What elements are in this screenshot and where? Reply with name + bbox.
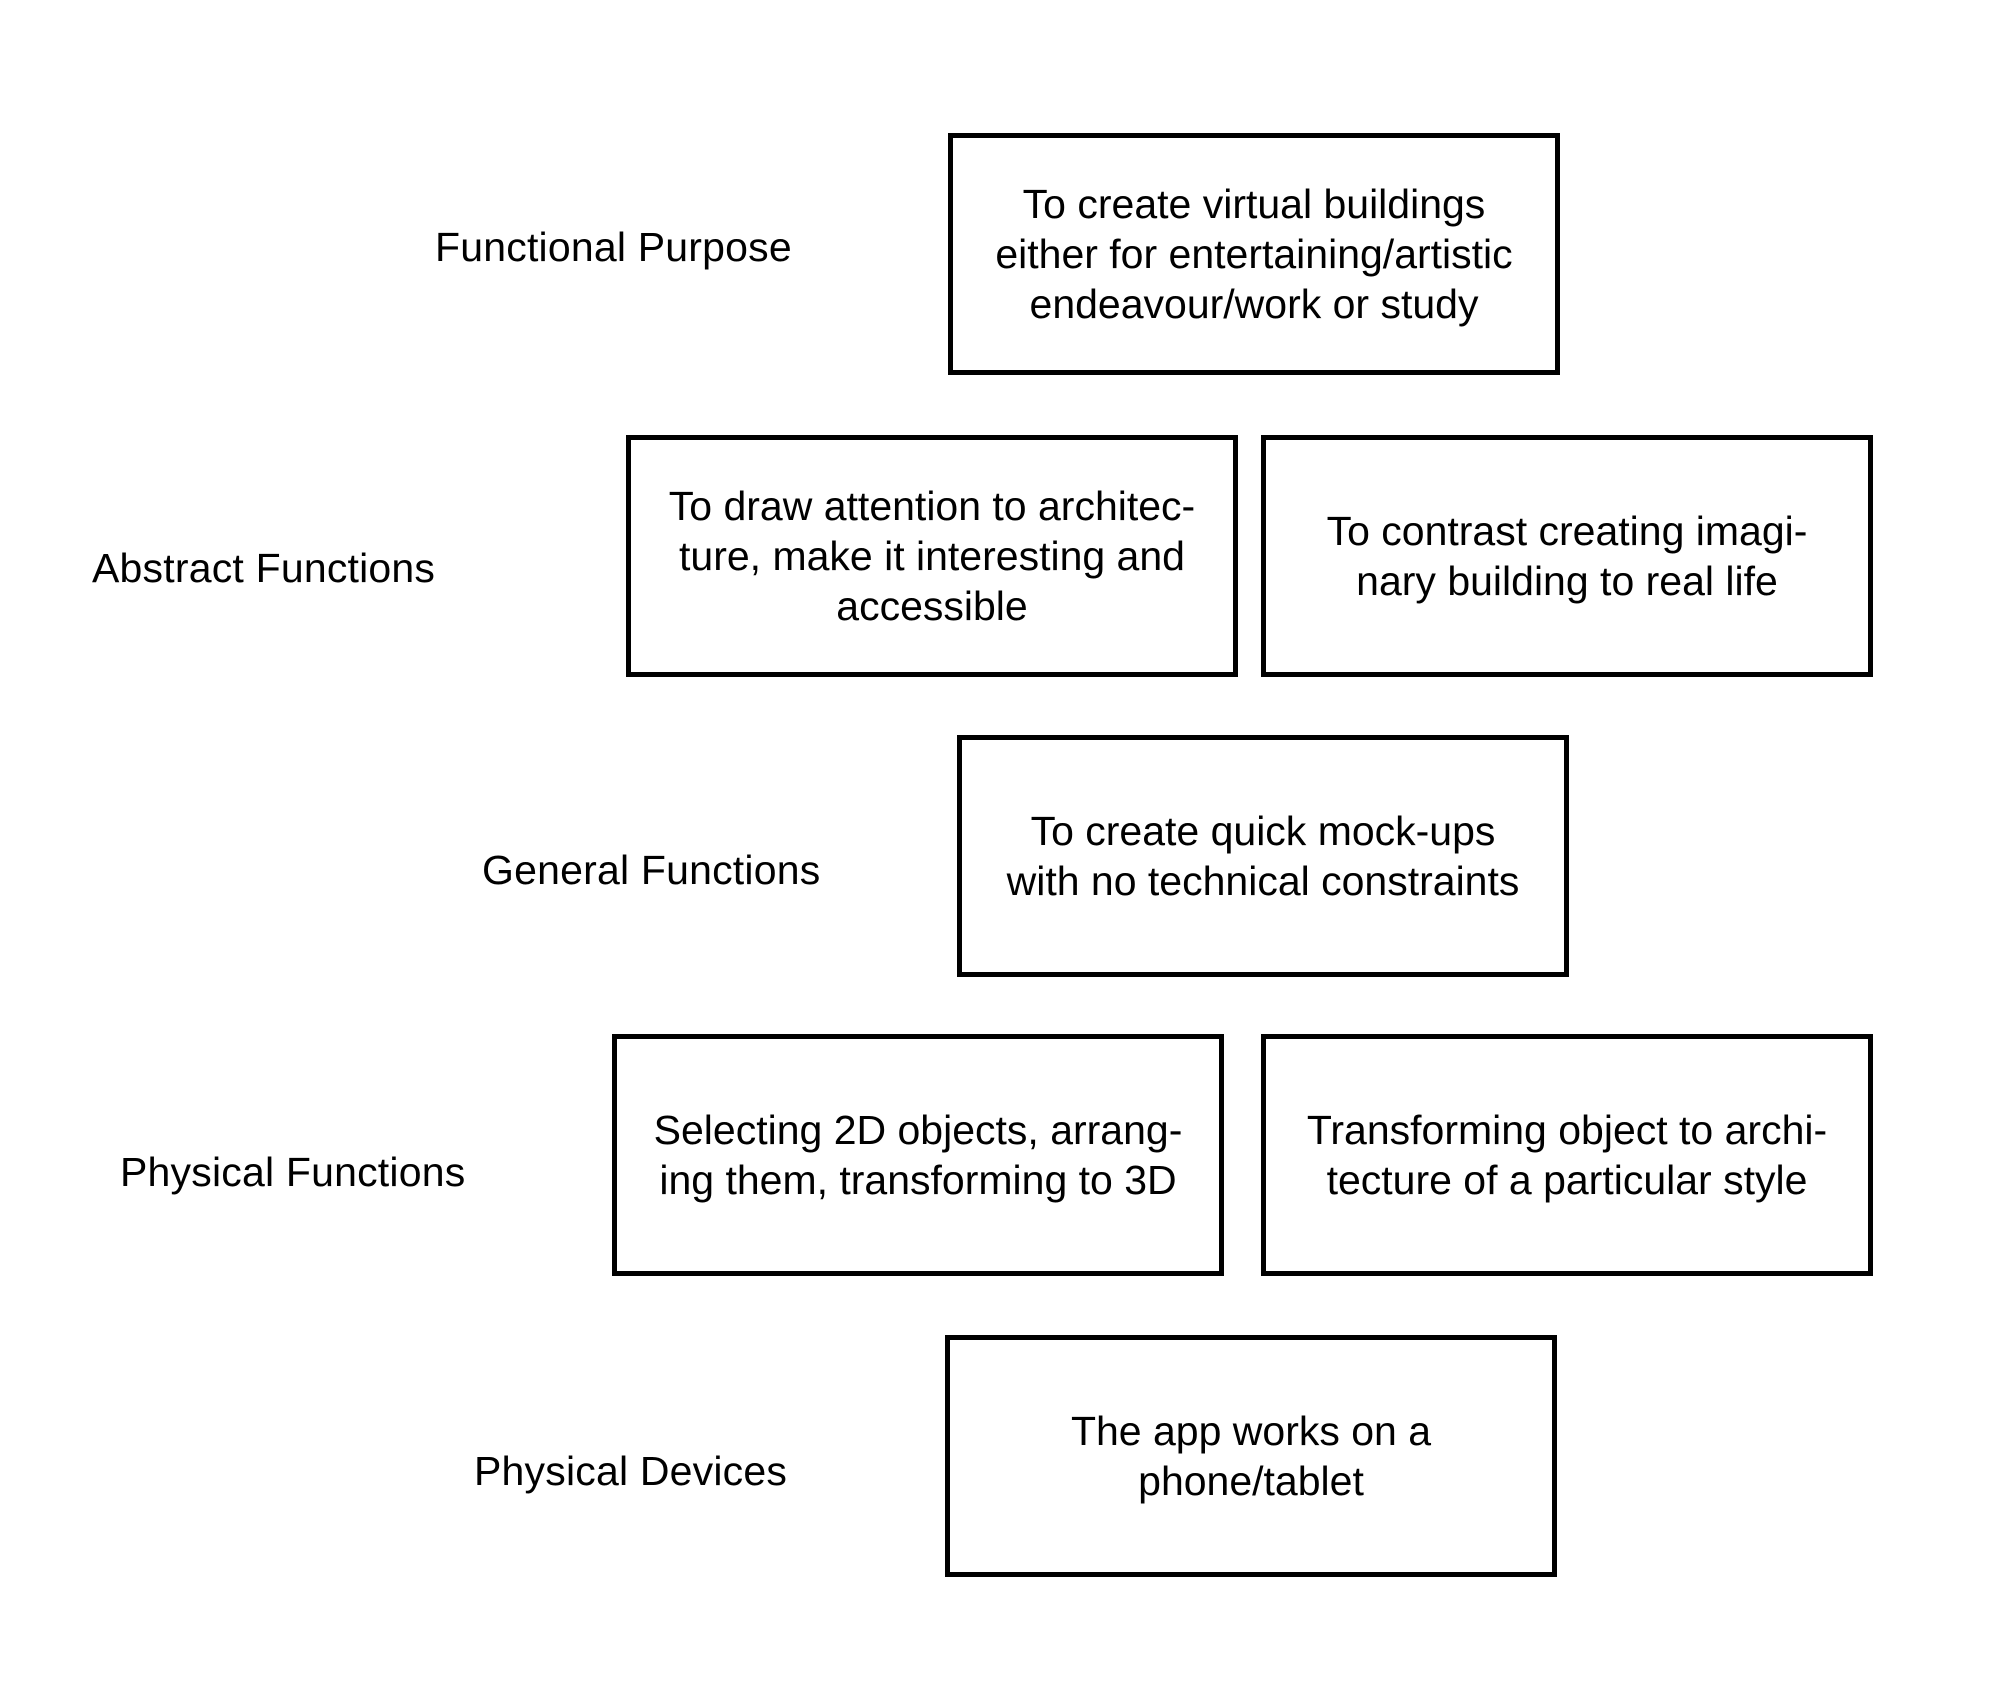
abstract-function-box-contrast: To contrast creating imagi- nary buildin… (1261, 435, 1873, 677)
level-label-physical-functions: Physical Functions (120, 1149, 466, 1195)
general-function-box-text: To create quick mock-ups with no technic… (1006, 808, 1520, 904)
level-label-abstract-functions: Abstract Functions (92, 545, 436, 591)
physical-function-box-transforming: Transforming object to archi- tecture of… (1261, 1034, 1873, 1276)
general-function-box: To create quick mock-ups with no technic… (957, 735, 1569, 977)
abstract-function-box-contrast-text: To contrast creating imagi- nary buildin… (1326, 508, 1808, 604)
physical-device-box-text: The app works on a phone/tablet (1070, 1408, 1432, 1504)
abstract-function-box-architecture-text: To draw attention to architec- ture, mak… (668, 483, 1196, 629)
physical-function-box-selecting: Selecting 2D objects, arrang- ing them, … (612, 1034, 1224, 1276)
functional-purpose-box-text: To create virtual buildings either for e… (995, 181, 1513, 327)
physical-function-box-transforming-text: Transforming object to archi- tecture of… (1306, 1107, 1828, 1203)
level-label-physical-devices: Physical Devices (474, 1448, 788, 1494)
level-label-functional-purpose: Functional Purpose (435, 224, 792, 270)
physical-function-box-selecting-text: Selecting 2D objects, arrang- ing them, … (653, 1107, 1183, 1203)
functional-purpose-box: To create virtual buildings either for e… (948, 133, 1560, 375)
level-label-general-functions: General Functions (482, 847, 821, 893)
abstract-function-box-architecture: To draw attention to architec- ture, mak… (626, 435, 1238, 677)
physical-device-box: The app works on a phone/tablet (945, 1335, 1557, 1577)
